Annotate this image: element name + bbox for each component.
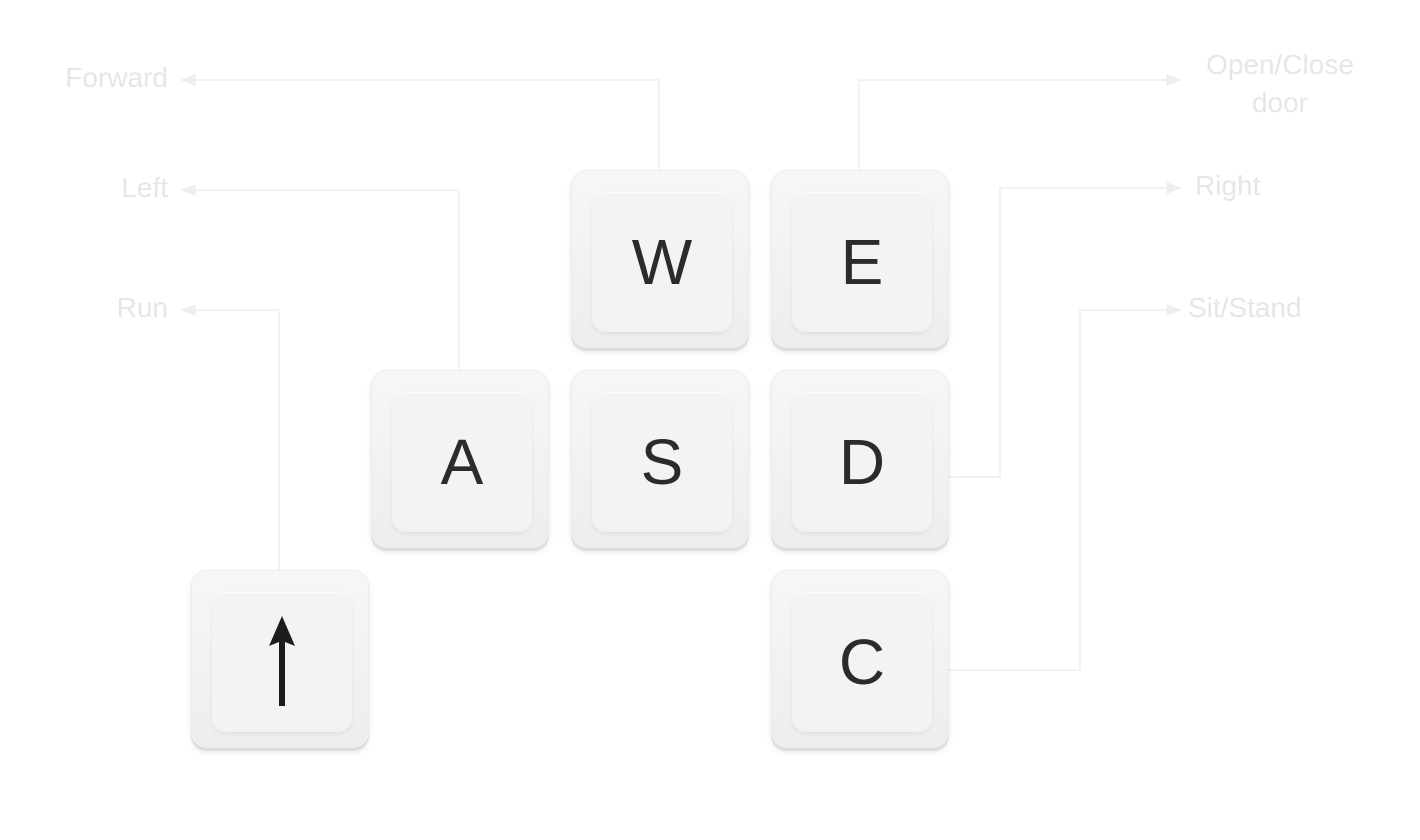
connector-right [948,182,1182,478]
key-e-face: E [792,192,932,332]
up-arrow-icon [269,616,295,706]
label-open-close-door: Open/Close door [1185,46,1375,122]
connector-open-close-door [858,74,1182,172]
key-e[interactable]: E [771,170,949,348]
key-a-letter: A [440,426,484,498]
key-c-face: C [792,592,932,732]
label-left: Left [121,172,168,203]
key-w-face: W [592,192,732,332]
label-right: Right [1195,170,1261,201]
key-c[interactable]: C [771,570,949,748]
connector-left [180,184,460,372]
key-shift-face [212,592,352,732]
key-d[interactable]: D [771,370,949,548]
key-a-face: A [392,392,532,532]
connector-sit-stand [948,304,1182,671]
connector-run [180,304,280,572]
key-shift[interactable] [191,570,369,748]
label-forward: Forward [65,62,168,93]
key-a[interactable]: A [371,370,549,548]
key-e-letter: E [840,226,884,298]
connector-forward [180,74,660,172]
key-w[interactable]: W [571,170,749,348]
key-c-letter: C [838,626,886,698]
label-open-close-door-line1: Open/Close [1206,49,1354,80]
key-s-face: S [592,392,732,532]
key-d-face: D [792,392,932,532]
label-open-close-door-line2: door [1251,87,1309,118]
key-d-letter: D [838,426,886,498]
key-s-letter: S [640,426,684,498]
label-run: Run [116,292,168,323]
key-s[interactable]: S [571,370,749,548]
label-sit-stand: Sit/Stand [1188,292,1302,323]
key-w-letter: W [631,226,693,298]
